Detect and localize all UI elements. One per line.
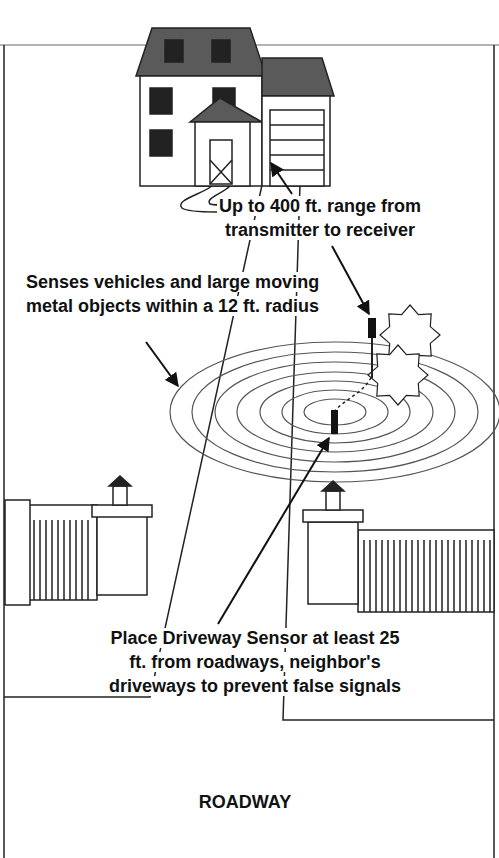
callout-label: Place Driveway Sensor at least 25 ft. fr… [60, 626, 450, 698]
callout-label: Senses vehicles and large moving metal o… [24, 270, 324, 318]
gates [5, 476, 494, 612]
label-text: Up to 400 ft. range from transmitter to … [217, 196, 423, 240]
lot-lines [4, 45, 494, 858]
detection-rings [170, 342, 499, 482]
sensor-and-transmitter [331, 318, 376, 434]
callout-label: Up to 400 ft. range from transmitter to … [170, 194, 470, 242]
bushes [368, 305, 440, 405]
label-text: Senses vehicles and large moving metal o… [24, 272, 321, 316]
house [136, 28, 334, 212]
label-text: Place Driveway Sensor at least 25 ft. fr… [107, 628, 403, 696]
label-text: ROADWAY [197, 792, 293, 812]
callout-label: ROADWAY [140, 790, 350, 814]
